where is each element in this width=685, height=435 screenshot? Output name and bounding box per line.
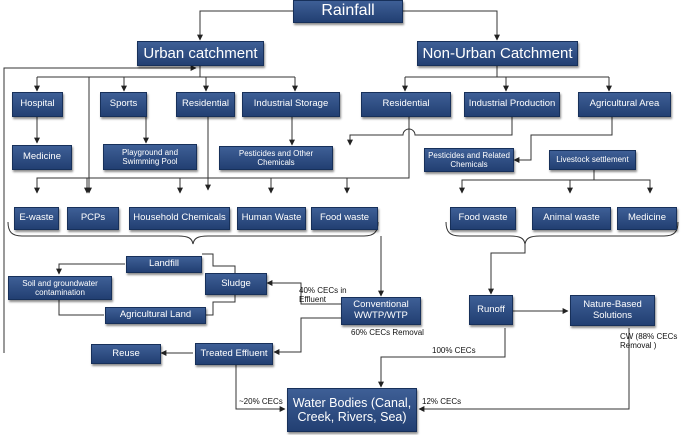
urban-catchment-node: Urban catchment [137,41,264,66]
residential-urban-node: Residential [176,92,235,117]
food-waste-nonurban-node: Food waste [450,207,516,230]
pesticides-related-node: Pesticides and Related Chemicals [424,148,514,172]
rainfall-node: Rainfall [293,0,403,23]
sludge-node: Sludge [205,273,267,295]
pcps-node: PCPs [67,207,119,230]
medicine-nonurban-node: Medicine [617,207,677,230]
pesticides-chemicals-node: Pesticides and Other Chemicals [219,146,333,170]
cec-100-label: 100% CECs [432,346,476,355]
medicine-urban-node: Medicine [12,145,72,170]
ewaste-node: E-waste [14,207,59,230]
agricultural-land-node: Agricultural Land [105,307,206,324]
runoff-node: Runoff [469,295,513,325]
residential-nonurban-node: Residential [361,92,451,117]
industrial-storage-node: Industrial Storage [242,92,340,117]
industrial-production-node: Industrial Production [464,92,560,117]
hospital-node: Hospital [12,92,63,117]
landfill-node: Landfill [126,256,202,273]
human-waste-node: Human Waste [237,207,306,230]
sports-node: Sports [100,92,147,117]
animal-waste-node: Animal waste [532,207,611,230]
nature-based-solutions-node: Nature-Based Solutions [570,295,655,326]
cec-removal-label: 60% CECs Removal [351,328,424,337]
cw-removal-label: CW (88% CECs Removal ) [620,332,678,351]
non-urban-catchment-node: Non-Urban Catchment [417,41,578,66]
treated-effluent-node: Treated Effluent [195,343,273,365]
cec-effluent-label: 40% CECs in Effluent [299,286,347,305]
household-chemicals-node: Household Chemicals [129,207,230,230]
livestock-settlement-node: Livestock settlement [549,150,636,170]
cec-20-label: ~20% CECs [239,397,283,406]
reuse-node: Reuse [91,344,161,364]
wwtp-node: Conventional WWTP/WTP [341,297,421,325]
agricultural-area-node: Agricultural Area [578,92,671,117]
playground-node: Playground and Swimming Pool [103,144,197,170]
cec-12-label: 12% CECs [422,397,462,406]
food-waste-urban-node: Food waste [311,207,378,230]
soil-groundwater-node: Soil and groundwater contamination [8,276,112,300]
water-bodies-node: Water Bodies (Canal, Creek, Rivers, Sea) [287,388,417,432]
